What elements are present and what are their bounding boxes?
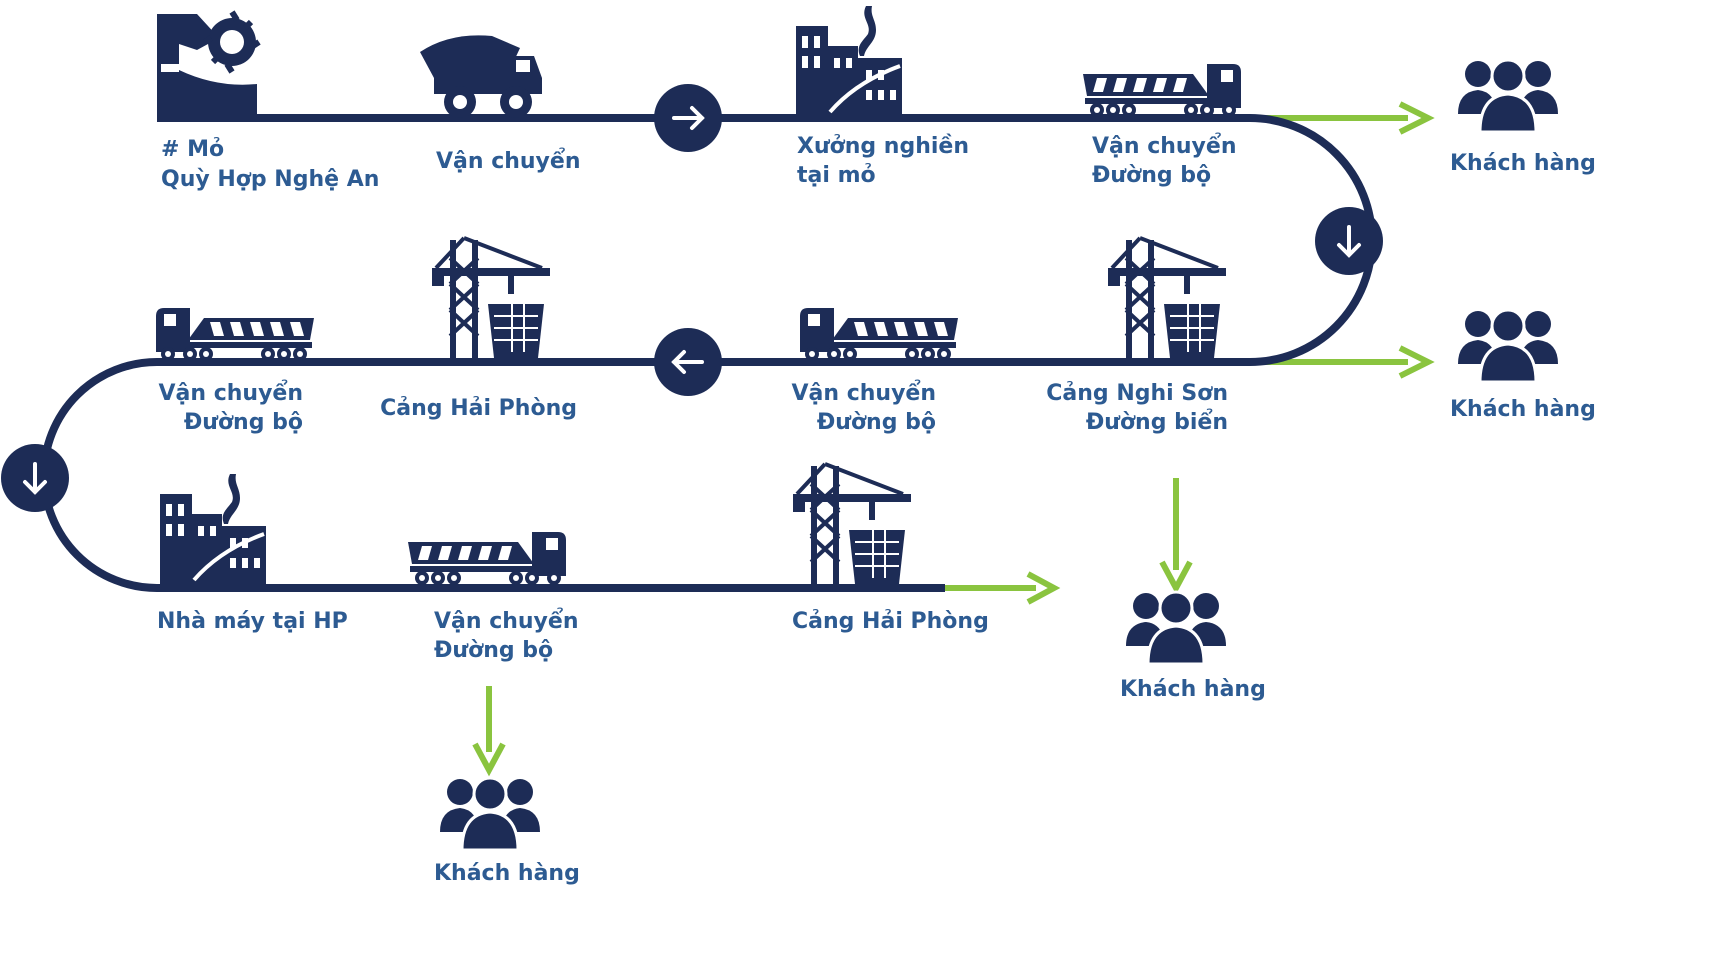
accent-arrowhead-4: [1159, 560, 1193, 595]
customer-label: Khách hàng: [1120, 677, 1266, 702]
accent-arrowhead-3: [1026, 571, 1061, 605]
port-crane-icon: [791, 462, 913, 586]
hai-phong-port-label: Cảng Hải Phòng: [380, 396, 577, 421]
arrow-left-icon: [654, 328, 722, 396]
mine-label-line2: Quỳ Hợp Nghệ An: [161, 167, 379, 192]
nghi-son-port-label-line1: Cảng Nghi Sơn: [1046, 381, 1228, 406]
customers-group-icon: [1456, 58, 1560, 134]
arrow-down-icon: [1315, 207, 1383, 275]
mine-label-line1: # Mỏ: [161, 137, 224, 162]
road-transport-label-line2: Đường bộ: [817, 410, 936, 435]
accent-arrowhead-1: [1398, 101, 1435, 135]
factory-icon: [158, 472, 268, 586]
hp-factory-label: Nhà máy tại HP: [157, 609, 348, 634]
road-transport-label-line1: Vận chuyển: [1092, 133, 1236, 159]
arrow-right-icon: [654, 84, 722, 152]
road-transport-label-line2: Đường bộ: [434, 638, 553, 663]
trailer-truck-icon: [156, 308, 314, 361]
customers-group-icon: [1124, 590, 1228, 666]
nghi-son-port-label-line2: Đường biển: [1086, 409, 1228, 435]
port-crane-icon: [430, 236, 552, 360]
trailer-truck-icon: [1083, 64, 1241, 117]
accent-arrowhead-5: [472, 742, 506, 777]
road-transport-label-line2: Đường bộ: [1092, 163, 1211, 188]
hai-phong-port-label: Cảng Hải Phòng: [792, 609, 989, 634]
customer-label: Khách hàng: [1450, 151, 1596, 176]
customer-label: Khách hàng: [434, 861, 580, 886]
trailer-truck-icon: [800, 308, 958, 361]
road-transport-label-line1: Vận chuyển: [159, 380, 303, 406]
port-crane-icon: [1106, 236, 1228, 360]
road-transport-label-line1: Vận chuyển: [434, 608, 578, 634]
mine-excavator-icon: [157, 10, 261, 118]
accent-arrowhead-2: [1398, 345, 1435, 379]
trailer-truck-icon: [408, 532, 566, 585]
crusher-label-line2: tại mỏ: [797, 163, 876, 188]
road-transport-label-line2: Đường bộ: [184, 410, 303, 435]
customers-group-icon: [438, 776, 542, 852]
arrow-down-icon: [1, 444, 69, 512]
crusher-label-line1: Xưởng nghiền: [797, 134, 969, 159]
main-route-path: [40, 114, 1376, 592]
factory-icon: [794, 4, 904, 118]
accent-exit-lines: [472, 101, 1435, 777]
road-transport-label-line1: Vận chuyển: [792, 380, 936, 406]
customer-label: Khách hàng: [1450, 397, 1596, 422]
dump-truck-icon: [420, 35, 542, 118]
transport-label: Vận chuyển: [436, 148, 580, 174]
customers-group-icon: [1456, 308, 1560, 384]
